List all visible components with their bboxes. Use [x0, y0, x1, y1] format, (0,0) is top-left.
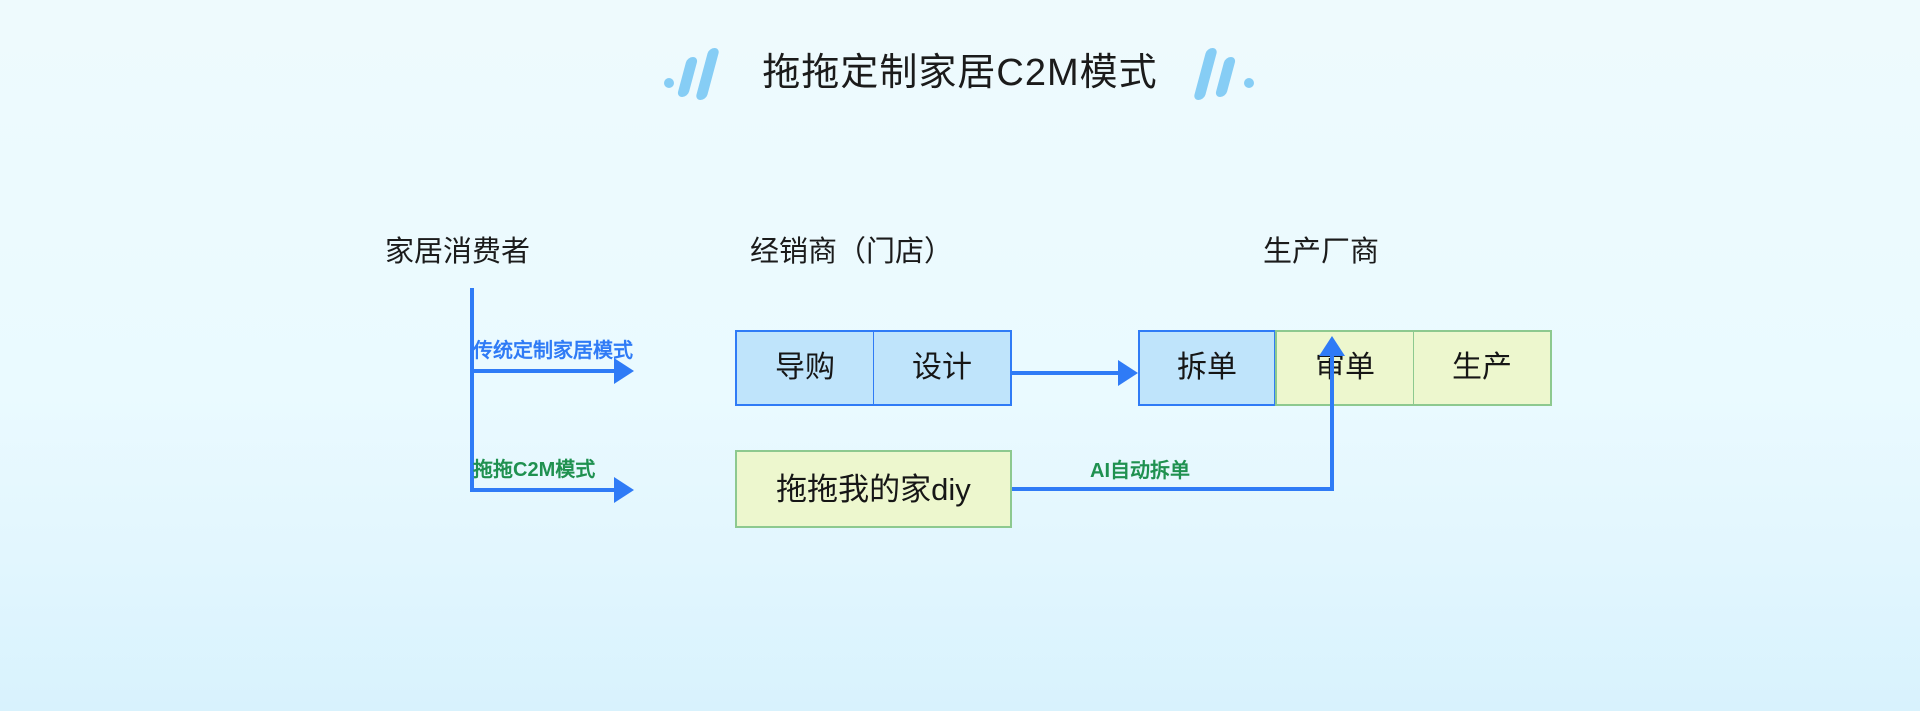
dot-shape — [1243, 78, 1254, 88]
flow-label-traditional: 传统定制家居模式 — [473, 340, 633, 362]
slash-bar — [695, 48, 721, 100]
page-title: 拖拖定制家居C2M模式 — [762, 52, 1158, 94]
connector-traditional-branch — [470, 369, 618, 373]
arrowhead-right-icon — [1118, 360, 1138, 386]
slash-marks-icon-right — [1192, 45, 1260, 101]
connector-diy-vertical — [1330, 345, 1334, 491]
arrowhead-right-icon — [614, 477, 634, 503]
flow-label-c2m: 拖拖C2M模式 — [473, 459, 596, 481]
slash-bar — [677, 57, 699, 97]
process-box-daogou[interactable]: 导购 — [735, 330, 874, 406]
arrowhead-up-icon — [1319, 336, 1345, 356]
process-box-sheji[interactable]: 设计 — [873, 330, 1012, 406]
column-heading-manufacturer: 生产厂商 — [1263, 236, 1380, 268]
arrowhead-right-icon — [614, 358, 634, 384]
process-box-chaidan[interactable]: 拆单 — [1138, 330, 1276, 406]
connector-dealer-to-manufacturer — [1012, 371, 1124, 375]
process-box-diy[interactable]: 拖拖我的家diy — [735, 450, 1012, 528]
slash-bar — [1192, 48, 1218, 100]
column-heading-consumer: 家居消费者 — [385, 236, 531, 268]
connector-c2m-branch — [470, 488, 618, 492]
process-box-shengchan[interactable]: 生产 — [1413, 330, 1552, 406]
slash-bar — [1214, 57, 1236, 97]
connector-diy-horizontal — [1012, 487, 1334, 491]
connector-trunk-vertical — [470, 288, 474, 492]
slash-marks-icon-left — [660, 45, 726, 101]
title-row: 拖拖定制家居C2M模式 — [0, 42, 1920, 104]
dot-shape — [664, 78, 675, 88]
column-heading-dealer: 经销商（门店） — [750, 236, 954, 268]
annotation-ai-split-order: AI自动拆单 — [1090, 460, 1190, 482]
